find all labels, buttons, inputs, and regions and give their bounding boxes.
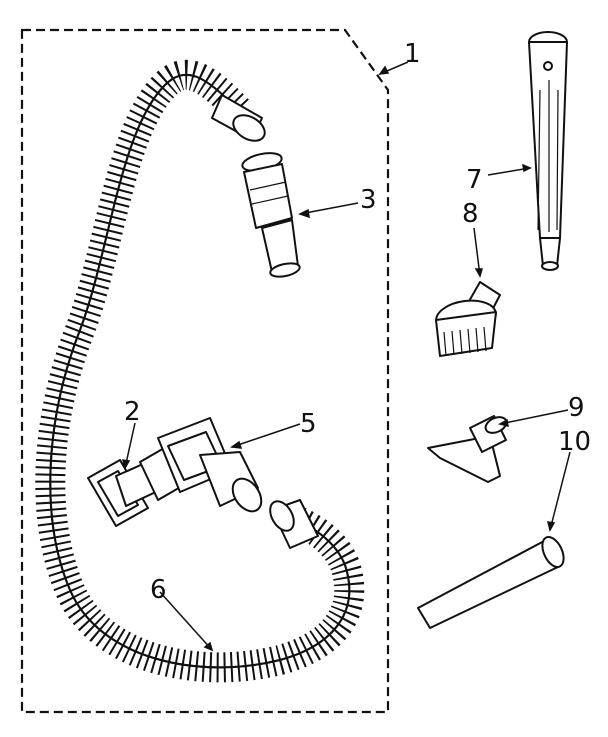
extension-wand: [528, 31, 568, 271]
hose-lower-cuff: [269, 499, 319, 549]
label-swivel-handle: 5: [300, 409, 317, 439]
label-crevice-tool: 10: [558, 427, 591, 457]
label-flexible-hose: 6: [150, 575, 167, 605]
upholstery-nozzle: [427, 415, 508, 483]
crevice-tool: [417, 536, 565, 629]
label-dusting-brush: 8: [462, 199, 479, 229]
hose-top-cuff: [211, 94, 266, 142]
dusting-brush: [435, 281, 501, 357]
leader-lines: [121, 61, 571, 652]
label-adapter: 2: [124, 397, 141, 427]
swivel-handle: [139, 417, 263, 513]
label-hose-kit: 1: [404, 39, 421, 69]
hose-end-connector: [241, 152, 301, 278]
label-extension-wand: 7: [466, 165, 483, 195]
label-hose-end-connector: 3: [360, 185, 377, 215]
flexible-hose: [35, 59, 365, 683]
label-upholstery-nozzle: 9: [568, 393, 585, 423]
kit-boundary: [20, 28, 390, 714]
